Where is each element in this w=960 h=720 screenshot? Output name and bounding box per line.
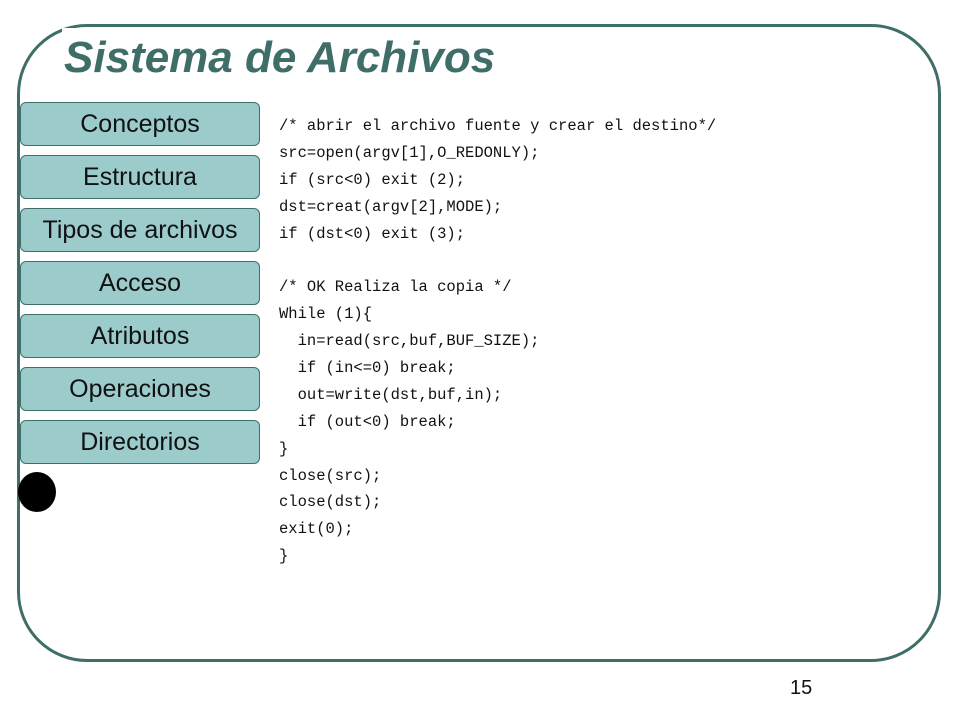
code-line: out=write(dst,buf,in); bbox=[279, 385, 503, 404]
code-line bbox=[279, 247, 716, 274]
code-line: if (src<0) exit (2); bbox=[279, 170, 466, 189]
code-line: exit(0); bbox=[279, 520, 354, 539]
nav-item-directorios[interactable]: Directorios bbox=[20, 420, 260, 464]
code-line: src=open(argv[1],O_REDONLY); bbox=[279, 143, 540, 162]
slide-title: Sistema de Archivos bbox=[62, 28, 504, 88]
code-line: } bbox=[279, 439, 289, 458]
code-line: /* OK Realiza la copia */ bbox=[279, 278, 512, 297]
code-line: While (1){ bbox=[279, 305, 373, 324]
page-number: 15 bbox=[790, 677, 813, 699]
nav-item-atributos[interactable]: Atributos bbox=[20, 314, 260, 358]
nav-item-conceptos[interactable]: Conceptos bbox=[20, 102, 260, 146]
code-line: if (dst<0) exit (3); bbox=[279, 224, 466, 243]
code-line: } bbox=[279, 547, 289, 566]
current-section-marker bbox=[18, 472, 56, 512]
nav-item-acceso[interactable]: Acceso bbox=[20, 261, 260, 305]
nav-item-estructura[interactable]: Estructura bbox=[20, 155, 260, 199]
code-line: dst=creat(argv[2],MODE); bbox=[279, 197, 503, 216]
code-line: close(dst); bbox=[279, 493, 382, 512]
code-line: /* abrir el archivo fuente y crear el de… bbox=[279, 117, 717, 135]
code-block: /* abrir el archivo fuente y crear el de… bbox=[279, 113, 716, 570]
code-line: if (out<0) break; bbox=[279, 412, 456, 431]
code-line: in=read(src,buf,BUF_SIZE); bbox=[279, 332, 540, 351]
code-line: if (in<=0) break; bbox=[279, 359, 456, 378]
nav-item-tipos-de-archivos[interactable]: Tipos de archivos bbox=[20, 208, 260, 252]
nav-item-operaciones[interactable]: Operaciones bbox=[20, 367, 260, 411]
code-line: close(src); bbox=[279, 466, 382, 485]
